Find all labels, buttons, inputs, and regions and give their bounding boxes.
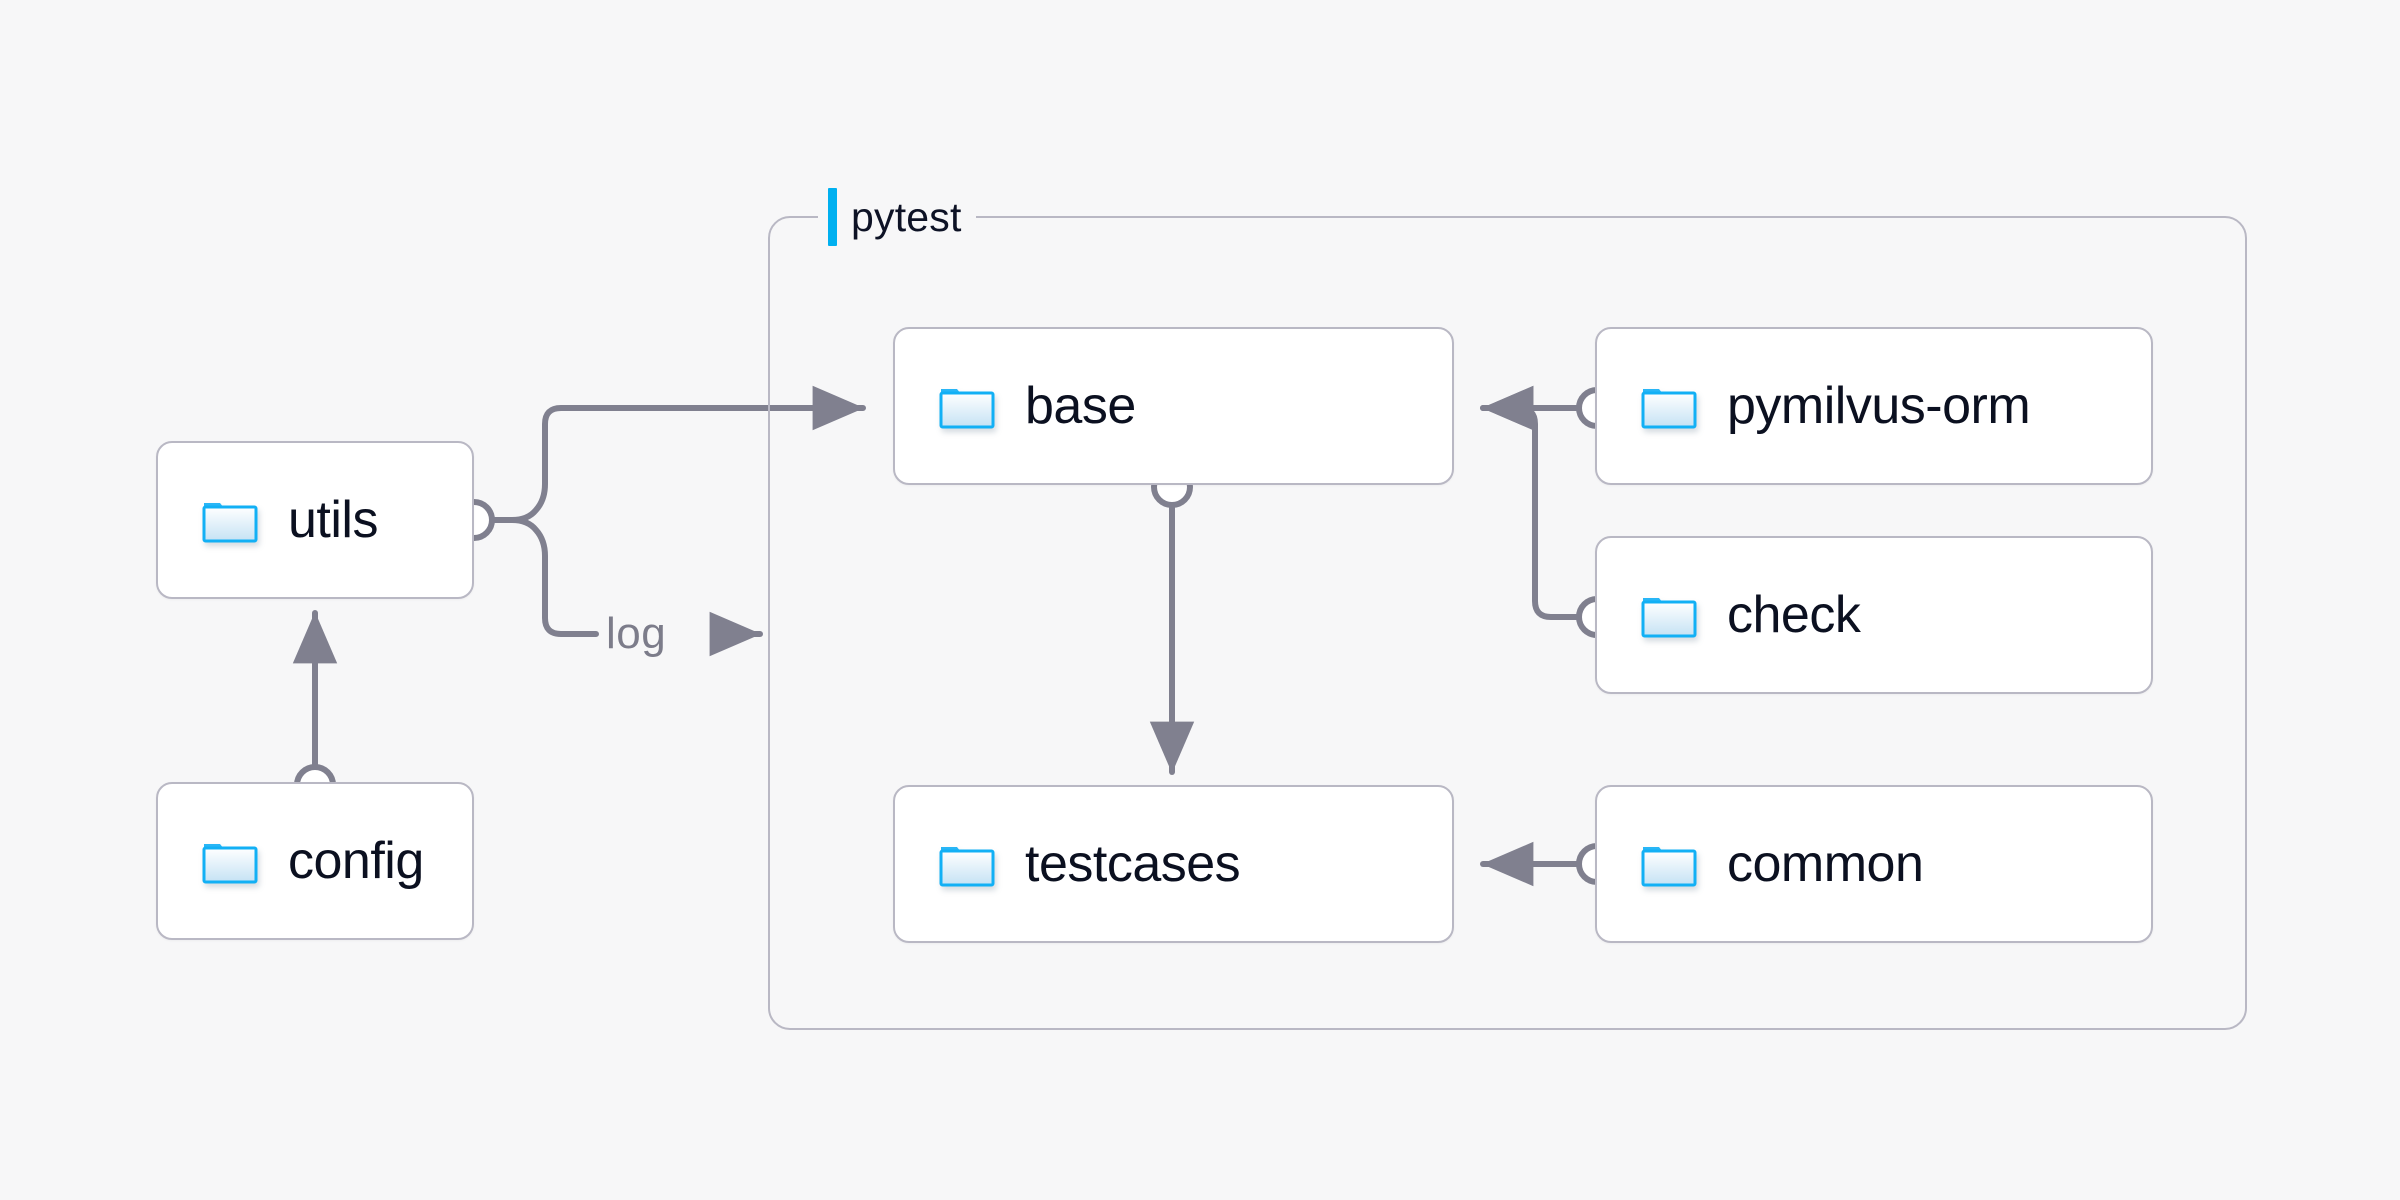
edge-label-log: log [606, 609, 667, 658]
node-label: check [1727, 586, 1861, 644]
node-testcases[interactable]: testcases [893, 785, 1454, 943]
node-common[interactable]: common [1595, 785, 2153, 943]
folder-icon [939, 839, 995, 889]
node-utils[interactable]: utils [156, 441, 474, 599]
group-accent-bar [828, 188, 837, 246]
folder-icon [1641, 590, 1697, 640]
folder-icon [1641, 381, 1697, 431]
node-label: utils [288, 491, 378, 549]
node-label: config [288, 832, 424, 890]
pytest-group-container[interactable] [768, 216, 2247, 1030]
folder-icon [939, 381, 995, 431]
node-label: base [1025, 377, 1136, 435]
node-base[interactable]: base [893, 327, 1454, 485]
folder-icon [202, 495, 258, 545]
group-label-text: pytest [851, 193, 962, 240]
node-label: common [1727, 835, 1924, 893]
node-check[interactable]: check [1595, 536, 2153, 694]
node-label: pymilvus-orm [1727, 377, 2031, 435]
node-label: testcases [1025, 835, 1241, 893]
folder-icon [1641, 839, 1697, 889]
node-config[interactable]: config [156, 782, 474, 940]
folder-icon [202, 836, 258, 886]
node-pymilvus-orm[interactable]: pymilvus-orm [1595, 327, 2153, 485]
pytest-group-label: pytest [818, 186, 976, 248]
